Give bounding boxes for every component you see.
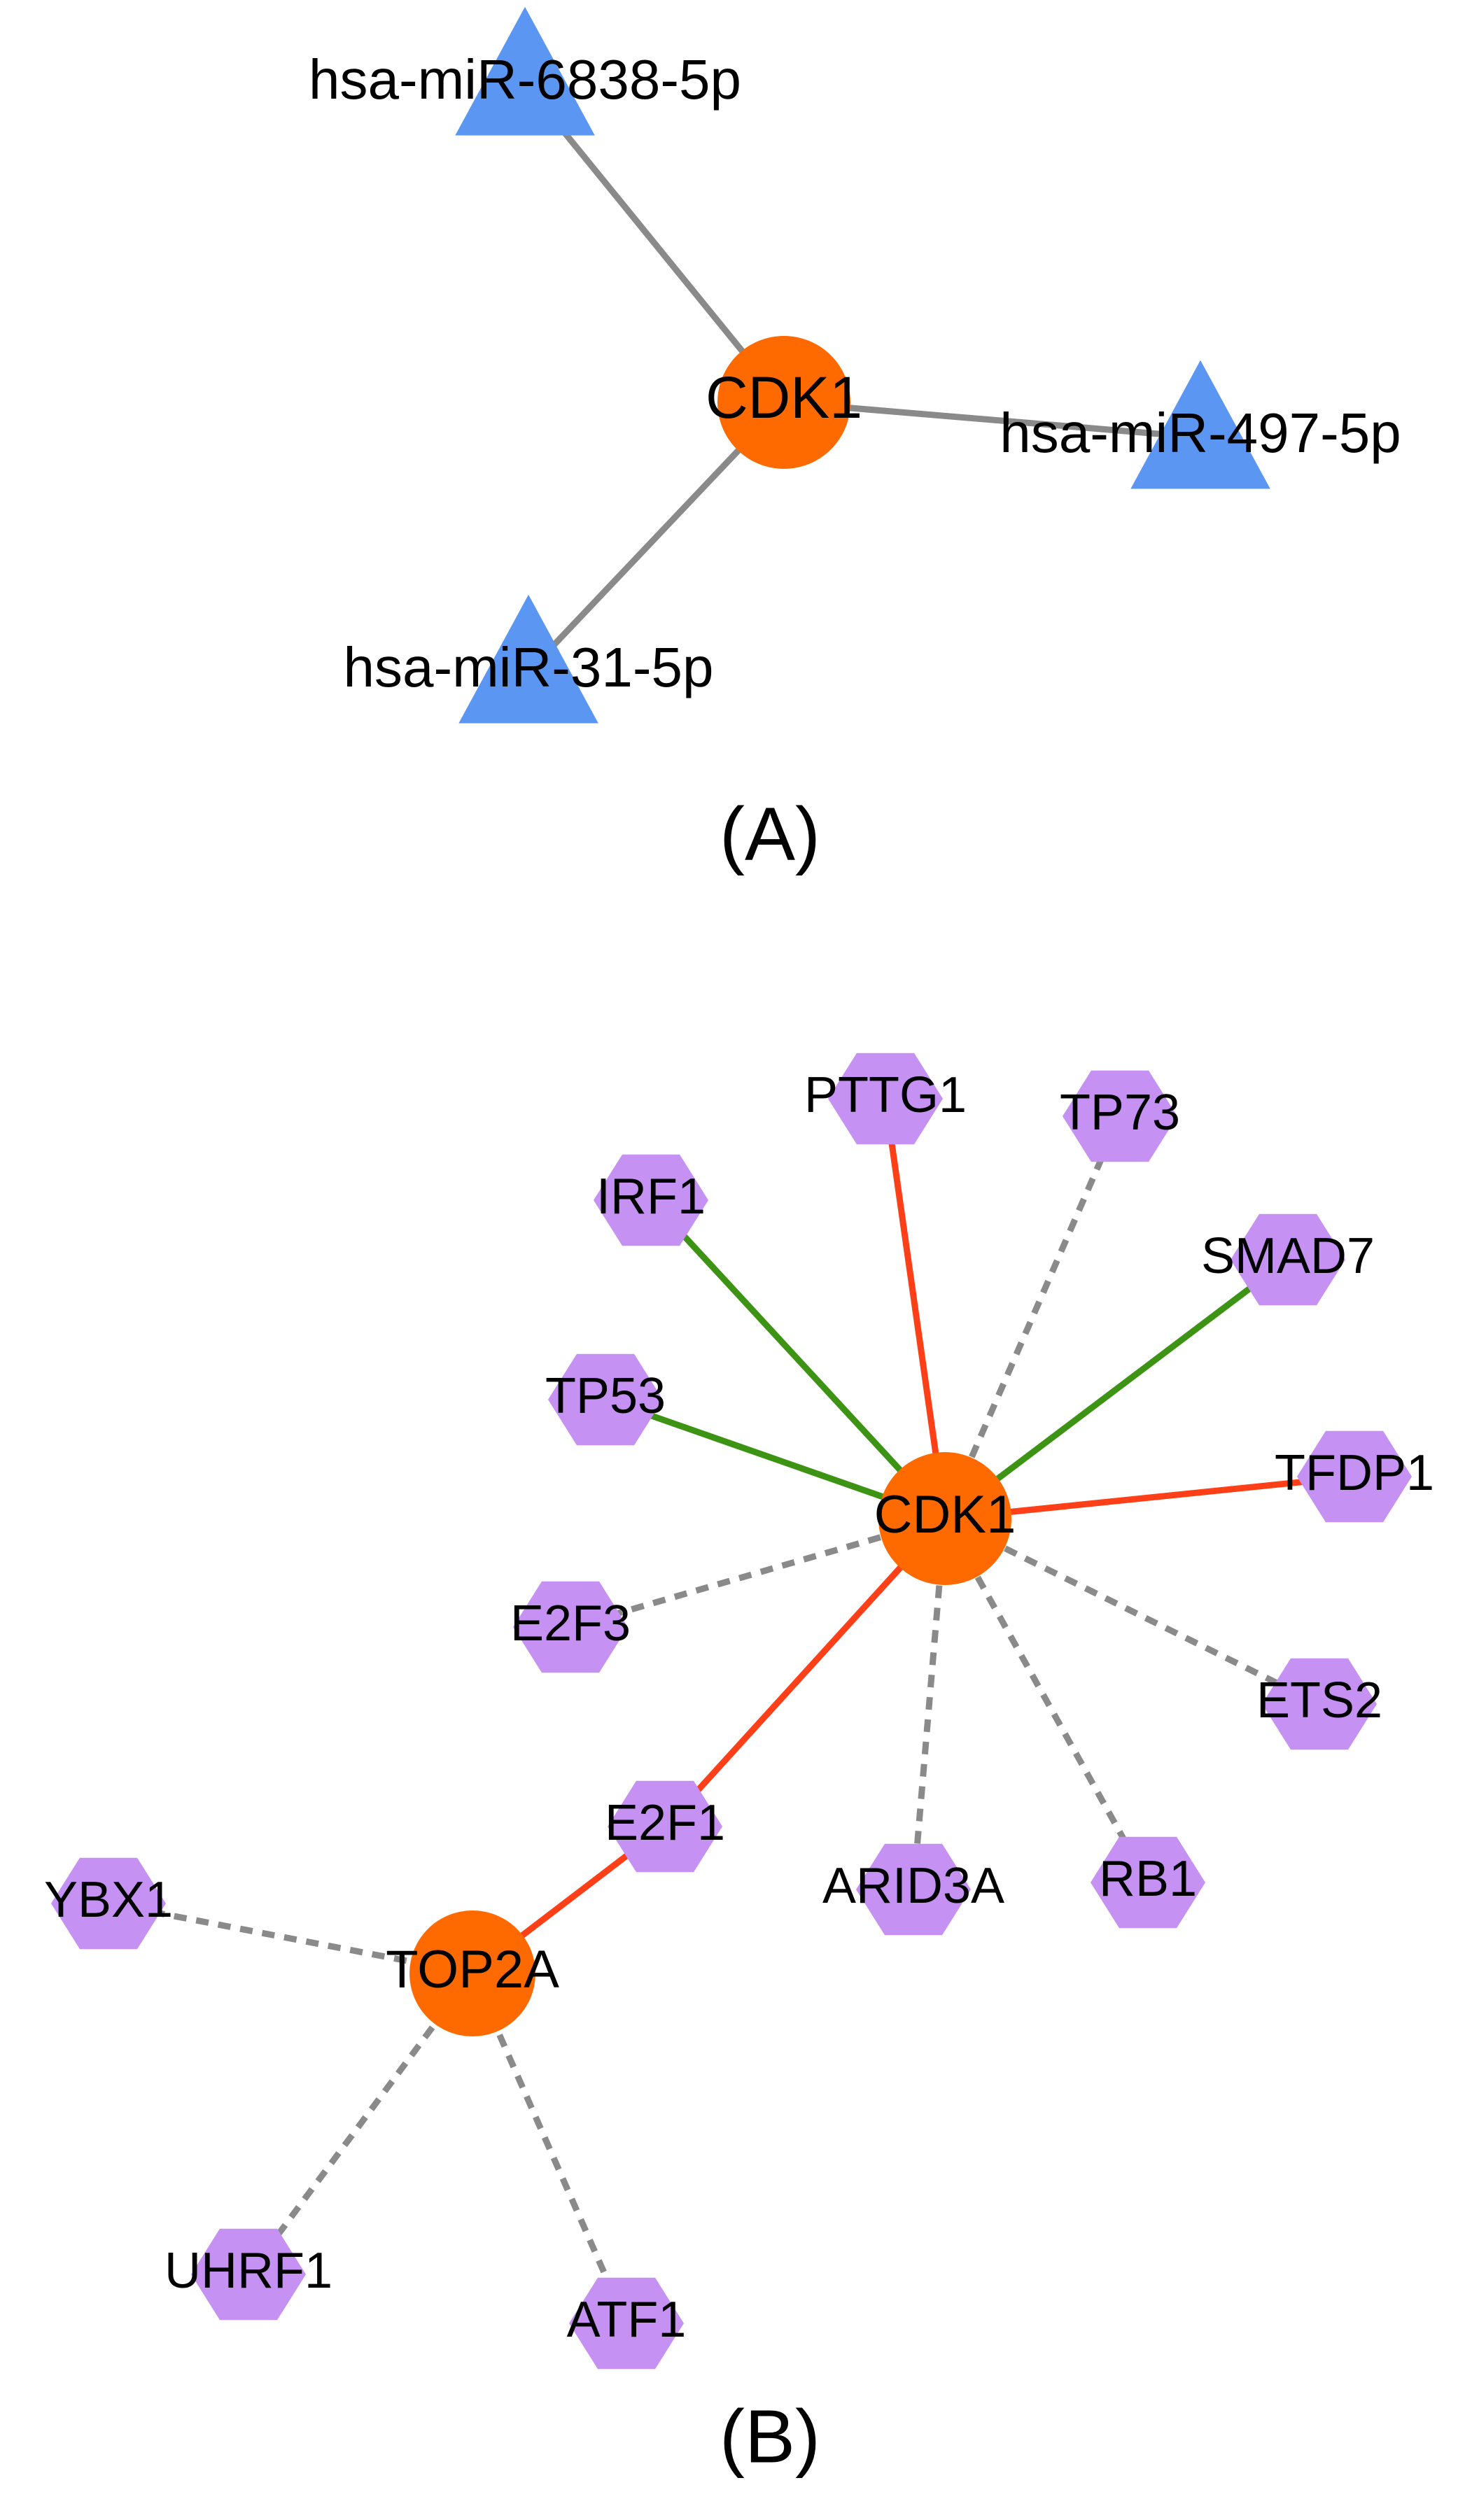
node-label-cdk1_a: CDK1 (706, 365, 862, 430)
node-tfdp1-hexagon (1297, 1430, 1412, 1523)
node-cdk1_a-circle (717, 336, 850, 469)
panel-b-nodes (51, 1053, 1412, 2370)
edge-cdk1_b-smad7 (943, 1257, 1290, 1521)
node-label-smad7: SMAD7 (1201, 1228, 1375, 1284)
node-label-e2f1: E2F1 (605, 1795, 725, 1851)
edge-cdk1_b-tp73 (941, 1115, 1123, 1520)
node-mir6838-triangle (455, 6, 595, 136)
node-label-tp73: TP73 (1060, 1085, 1180, 1141)
panel-a-mirna-network: CDK1 hsa-miR-6838-5p hsa-miR-497-5p hsa-miR… (309, 6, 1401, 724)
edge-top2a-uhrf1 (246, 1971, 475, 2276)
node-label-mir31: hsa-miR-31-5p (343, 636, 713, 698)
node-label-tfdp1: TFDP1 (1275, 1445, 1434, 1501)
panel-a-labels: CDK1 hsa-miR-6838-5p hsa-miR-497-5p hsa-miR… (309, 48, 1401, 698)
node-uhrf1-hexagon (191, 2228, 306, 2321)
node-ets2-hexagon (1262, 1658, 1377, 1750)
edge-cdk1_b-e2f1 (662, 1516, 948, 1829)
node-label-uhrf1: UHRF1 (164, 2243, 332, 2299)
node-label-pttg1: PTTG1 (804, 1067, 967, 1123)
node-label-arid3a: ARID3A (822, 1858, 1004, 1914)
node-label-ets2: ETS2 (1256, 1673, 1382, 1729)
node-cdk1_b-circle (878, 1452, 1011, 1585)
node-mir31-triangle (458, 594, 598, 724)
node-rb1-hexagon (1091, 1836, 1205, 1929)
node-mir497-triangle (1130, 360, 1270, 489)
edge-cdk1_b-arid3a (910, 1518, 948, 1890)
node-label-irf1: IRF1 (596, 1169, 706, 1225)
node-top2a-circle (409, 1910, 535, 2036)
node-label-mir6838: hsa-miR-6838-5p (309, 48, 741, 111)
node-pttg1-hexagon (828, 1053, 943, 1145)
edge-cdk1_b-rb1 (942, 1516, 1151, 1885)
panel-a-caption: (A) (720, 791, 820, 876)
edge-cdk1_a-mir497 (783, 399, 1201, 441)
edge-cdk1_b-pttg1 (882, 1098, 948, 1519)
node-ybx1-hexagon (51, 1857, 166, 1950)
panel-a-nodes (455, 6, 1270, 724)
node-e2f1-hexagon (608, 1780, 722, 1873)
panel-b-edges (108, 1098, 1355, 2325)
edge-top2a-atf1 (469, 1972, 630, 2325)
edge-cdk1_b-ets2 (944, 1515, 1321, 1708)
node-label-tp53: TP53 (545, 1368, 666, 1424)
node-irf1-hexagon (594, 1154, 708, 1246)
node-e2f3-hexagon (513, 1581, 628, 1673)
node-label-rb1: RB1 (1099, 1851, 1197, 1907)
edge-cdk1_b-tfdp1 (944, 1473, 1355, 1522)
node-label-top2a: TOP2A (386, 1940, 559, 1999)
edge-cdk1_b-e2f3 (569, 1515, 946, 1631)
node-arid3a-hexagon (856, 1843, 971, 1936)
panel-b-caption: (B) (720, 2394, 820, 2479)
edge-cdk1_b-irf1 (648, 1197, 948, 1521)
node-label-ybx1: YBX1 (44, 1872, 173, 1928)
node-tp53-hexagon (548, 1353, 663, 1446)
node-label-mir497: hsa-miR-497-5p (1000, 402, 1401, 464)
edge-cdk1_a-mir6838 (522, 82, 787, 404)
node-smad7-hexagon (1231, 1213, 1345, 1306)
node-atf1-hexagon (569, 2277, 684, 2370)
node-tp73-hexagon (1063, 1070, 1177, 1162)
node-label-e2f3: E2F3 (510, 1596, 631, 1652)
node-label-cdk1_b: CDK1 (874, 1485, 1016, 1544)
node-label-atf1: ATF1 (567, 2292, 687, 2348)
edge-top2a-ybx1 (108, 1900, 473, 1977)
